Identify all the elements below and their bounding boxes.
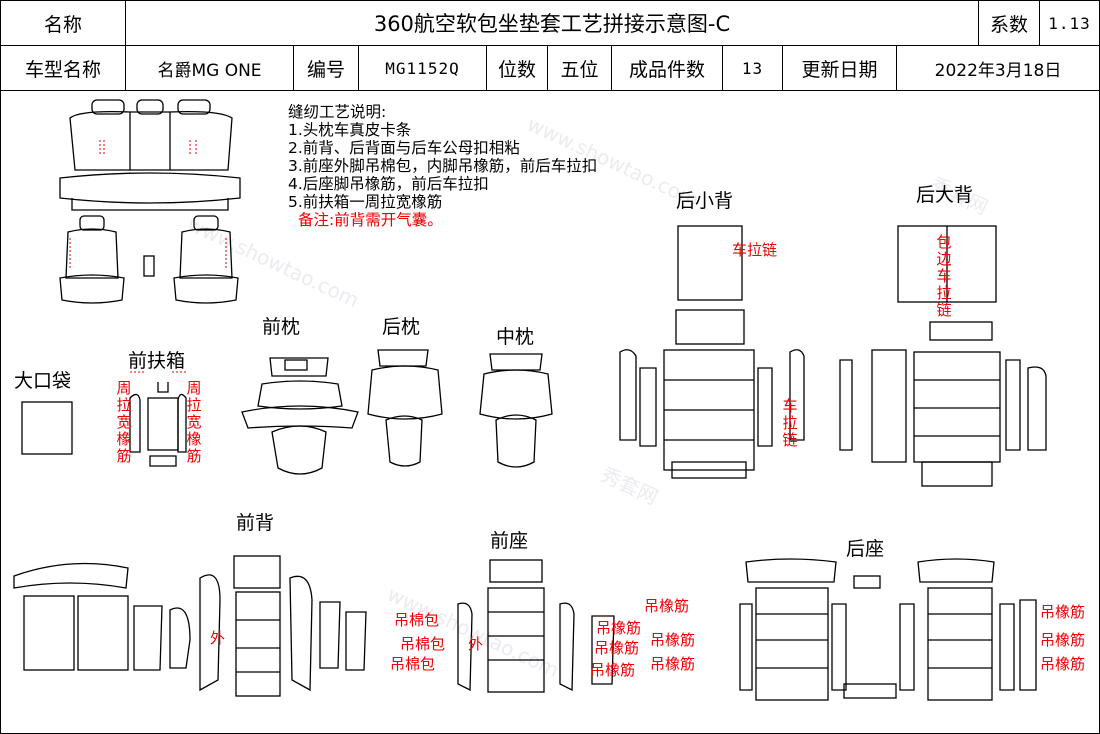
note-item: 4.后座脚吊橡筋，前后车拉扣 [288,175,489,193]
notes-title: 缝纫工艺说明: [288,103,387,121]
label-rear-small-back: 后小背 [676,190,734,212]
rear-headrest-pieces-icon [367,349,443,467]
annotation-hang-elastic: 吊橡筋 [650,655,696,673]
label-front-headrest: 前枕 [262,316,301,338]
notes-remark: 备注:前背需开气囊。 [298,211,443,229]
annotation-hang-elastic: 吊橡筋 [1040,631,1086,649]
label-rear-headrest: 后枕 [382,316,421,338]
annotation-hang-cotton: 吊棉包 [394,611,440,629]
label-middle-headrest: 中枕 [496,326,535,348]
front-seat-overview-icon [59,215,239,304]
annotation-hang-elastic: 吊橡筋 [596,619,642,637]
annotation-hang-cotton: 吊棉包 [390,655,436,673]
annotation-hang-elastic: 吊橡筋 [594,639,640,657]
front-armrest-pieces-icon [129,382,187,467]
annotation-outer-front-seat: 外 [468,635,484,653]
rear-seat-overview-icon [59,99,241,211]
seats-value: 五位 [547,45,612,91]
pieces-value: 13 [722,45,783,91]
rear-seat-pieces-icon [739,558,1037,701]
annotation-hang-cotton: 吊棉包 [400,635,446,653]
annotation-hang-elastic: 吊橡筋 [644,597,690,615]
annotation-around-elastic-left: 周拉宽橡筋 [116,379,132,465]
label-rear-large-back: 后大背 [916,184,974,206]
note-item: 3.前座外脚吊棉包，内脚吊橡筋，前后车拉扣 [288,157,598,175]
annotation-car-zipper: 车拉链 [732,241,778,259]
name-label: 名称 [0,0,126,46]
middle-headrest-pieces-icon [479,353,553,468]
annotation-hang-elastic: 吊橡筋 [650,631,696,649]
big-pocket-piece-icon [21,401,73,455]
note-item: 2.前背、后背面与后车公母扣相粘 [288,139,520,157]
label-front-seat: 前座 [490,530,529,552]
seats-label: 位数 [486,45,548,91]
annotation-hang-elastic: 吊橡筋 [1040,655,1086,673]
annotation-hang-elastic: 吊橡筋 [1040,603,1086,621]
rear-small-back-pieces-icon [619,225,805,479]
annotation-outer-front-back: 外 [210,629,226,647]
rear-large-back-pieces-icon [839,225,1047,487]
note-item: 5.前扶箱一周拉宽橡筋 [288,193,443,211]
sewing-notes: 缝纫工艺说明: 1.头枕车真皮卡条 2.前背、后背面与后车公母扣相粘 3.前座外… [288,103,597,229]
pieces-label: 成品件数 [611,45,723,91]
front-headrest-pieces-icon [241,357,359,475]
date-value: 2022年3月18日 [896,45,1100,91]
label-front-back: 前背 [236,512,275,534]
model-value: 名爵MG ONE [125,45,294,91]
label-front-armrest: 前扶箱 [128,350,186,372]
annotation-zipper: 车拉链 [782,397,798,449]
label-rear-seat: 后座 [846,538,885,560]
label-big-pocket: 大口袋 [14,370,72,392]
annotation-hang-elastic: 吊橡筋 [590,661,636,679]
front-seat-pieces-icon [457,559,615,693]
annotation-edge-zipper: 包边车拉链 [936,233,952,319]
note-item: 1.头枕车真皮卡条 [288,121,412,139]
annotation-around-elastic-right: 周拉宽橡筋 [186,379,202,465]
front-back-pieces-icon [13,555,367,697]
